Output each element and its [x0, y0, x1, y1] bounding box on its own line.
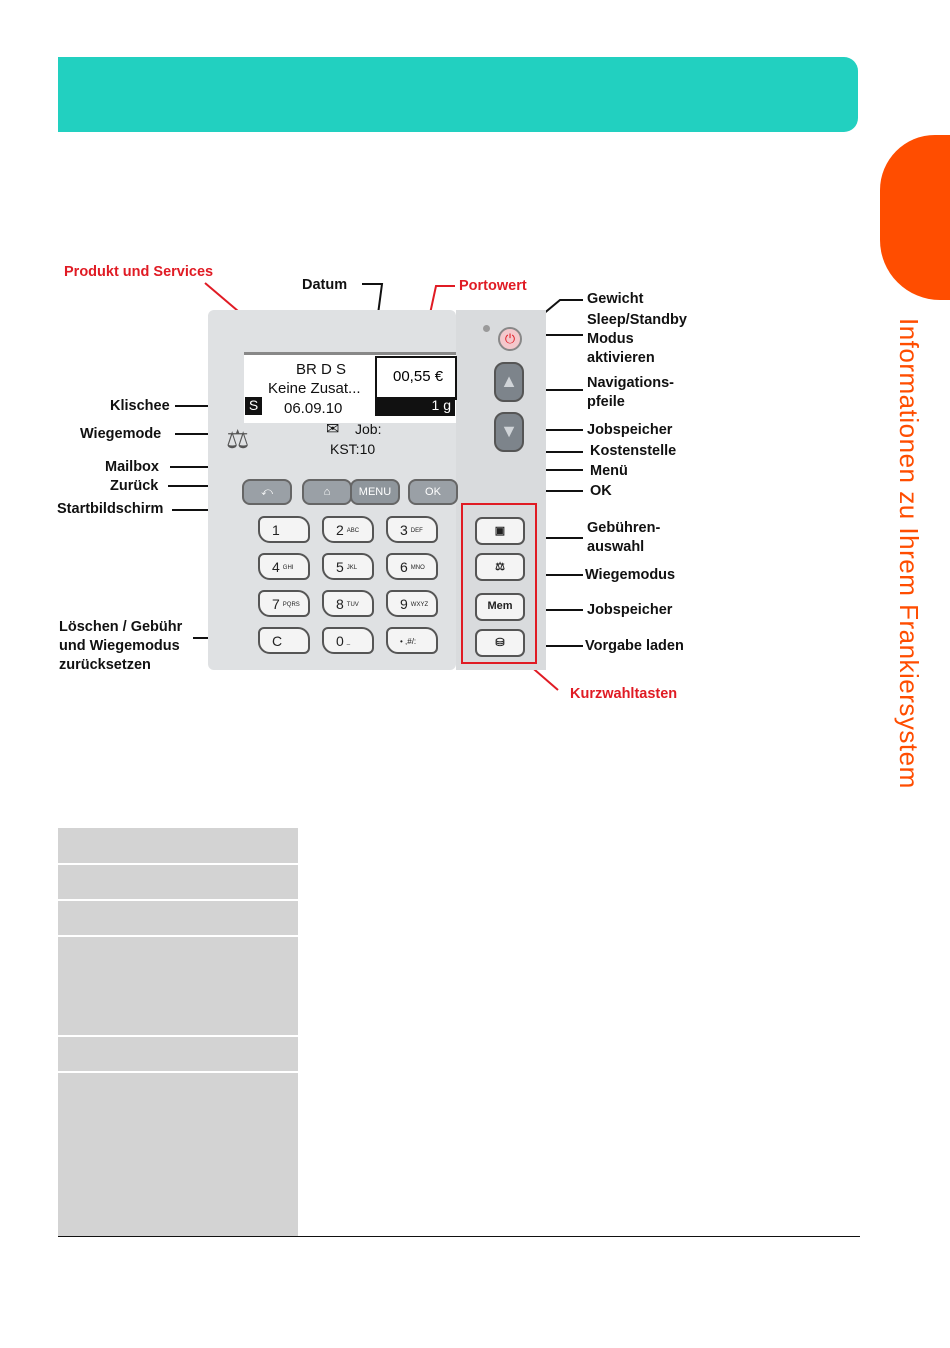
label-back: Zurück: [110, 477, 158, 496]
label-weight: Gewicht: [587, 290, 643, 309]
key-2-letters: ABC: [347, 528, 359, 534]
scale-key-icon: ⚖: [495, 561, 505, 573]
table-row: [58, 937, 298, 1037]
label-cost-center: Kostenstelle: [590, 442, 676, 461]
rate-selection-key[interactable]: ▣: [475, 517, 525, 545]
key-4-letters: GHI: [283, 565, 294, 571]
status-led: [483, 325, 490, 332]
key-9-letters: WXYZ: [411, 602, 428, 608]
display-cost-center: KST:10: [330, 441, 375, 457]
table-row: [58, 901, 298, 937]
key-7-letters: PQRS: [283, 602, 300, 608]
table-row: [58, 1073, 298, 1236]
key-2-label: 2: [336, 522, 344, 538]
device-figure: ⏻ BR D S Keine Zusat... 06.09.10 00,55 €…: [0, 0, 950, 760]
job-memory-key[interactable]: Mem: [475, 593, 525, 621]
load-default-key[interactable]: ⛁: [475, 629, 525, 657]
load-default-icon: ⛁: [495, 637, 504, 649]
key-9-label: 9: [400, 596, 408, 612]
label-job-memory-key: Jobspeicher: [587, 601, 672, 620]
key-clear[interactable]: C: [258, 627, 310, 654]
label-clear-reset: Löschen / Gebühr und Wiegemodus zurückse…: [59, 618, 182, 675]
key-6-letters: MNO: [411, 565, 425, 571]
power-button[interactable]: ⏻: [498, 327, 522, 351]
label-job-memory-display: Jobspeicher: [587, 421, 672, 440]
key-8-letters: TUV: [347, 602, 359, 608]
key-7-label: 7: [272, 596, 280, 612]
label-postage: Portowert: [459, 277, 527, 296]
label-product-services: Produkt und Services: [64, 263, 213, 282]
envelope-icon: ✉: [326, 419, 339, 439]
table-row: [58, 828, 298, 865]
arrow-down-button[interactable]: ▼: [494, 412, 524, 452]
postage-value: 00,55 €: [393, 368, 443, 385]
key-clear-label: C: [272, 633, 282, 649]
key-punctuation[interactable]: • ,#/:: [386, 627, 438, 654]
key-3-letters: DEF: [411, 528, 423, 534]
label-menu: Menü: [590, 462, 628, 481]
rate-icon: ▣: [495, 525, 505, 537]
bottom-rule: [58, 1236, 860, 1237]
key-1[interactable]: 1: [258, 516, 310, 543]
home-button[interactable]: ⌂: [302, 479, 352, 505]
key-3-label: 3: [400, 522, 408, 538]
menu-button[interactable]: MENU: [350, 479, 400, 505]
label-weigh-mode: Wiegemode: [80, 425, 161, 444]
arrow-up-button[interactable]: ▲: [494, 362, 524, 402]
key-punctuation-label: • ,#/:: [400, 637, 416, 646]
ok-button[interactable]: OK: [408, 479, 458, 505]
label-weighing-mode: Wiegemodus: [585, 566, 675, 585]
postage-box: 00,55 €: [375, 356, 457, 400]
key-0-letters: _: [347, 639, 350, 645]
key-1-label: 1: [272, 522, 280, 538]
key-6-label: 6: [400, 559, 408, 575]
key-4-label: 4: [272, 559, 280, 575]
label-sleep-standby: Sleep/Standby Modus aktivieren: [587, 311, 687, 368]
label-load-default: Vorgabe laden: [585, 637, 684, 656]
weighing-mode-key[interactable]: ⚖: [475, 553, 525, 581]
display-date: 06.09.10: [284, 400, 342, 417]
weight-display: 1 g: [375, 397, 455, 416]
label-ok: OK: [590, 482, 612, 501]
table-row: [58, 865, 298, 901]
key-5-label: 5: [336, 559, 344, 575]
display-job: Job:: [355, 421, 381, 437]
display-line-product: BR D S: [296, 361, 346, 378]
table-row: [58, 1037, 298, 1073]
key-5-letters: JKL: [347, 565, 357, 571]
key-8-label: 8: [336, 596, 344, 612]
key-0[interactable]: 0_: [322, 627, 374, 654]
label-home-screen: Startbildschirm: [57, 500, 163, 519]
label-cliche: Klischee: [110, 397, 170, 416]
info-table: [58, 828, 298, 1236]
label-rate-selection: Gebühren- auswahl: [587, 519, 660, 557]
back-button[interactable]: ⤺: [242, 479, 292, 505]
label-navigation-arrows: Navigations- pfeile: [587, 374, 674, 412]
label-quick-keys: Kurzwahltasten: [570, 685, 677, 704]
label-mailbox: Mailbox: [105, 458, 159, 477]
key-0-label: 0: [336, 633, 344, 649]
cliche-indicator: S: [245, 397, 262, 415]
scale-icon: ⚖: [226, 424, 249, 455]
label-date: Datum: [302, 276, 347, 295]
display-line-services: Keine Zusat...: [268, 380, 361, 397]
